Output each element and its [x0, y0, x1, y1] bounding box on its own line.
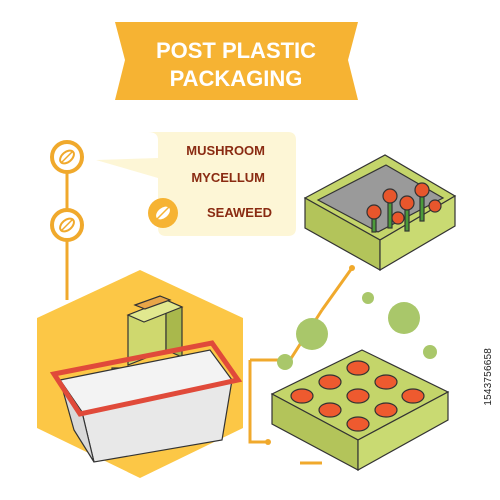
connector-dots [265, 265, 355, 445]
mushroom-tray-illustration [303, 154, 457, 272]
mushroom-cluster [366, 182, 442, 233]
material-label-mushroom: MUSHROOM [186, 143, 265, 158]
egg-mold-illustration [270, 349, 450, 472]
basket-illustration [49, 295, 243, 463]
material-icon-1 [50, 140, 84, 174]
material-label-seaweed: SEAWEED [207, 205, 272, 220]
banner-title-line1: POST PLASTIC [156, 38, 316, 63]
leaf-icon [59, 217, 75, 233]
leaf-icon [59, 149, 75, 165]
title-banner: POST PLASTIC PACKAGING [115, 22, 358, 100]
material-label-mycellum: MYCELLUM [191, 170, 265, 185]
seaweed-icon [156, 206, 170, 220]
stock-id-label: 1543756658 [483, 348, 494, 406]
bubble-decorations [277, 292, 437, 370]
material-icon-2 [50, 208, 84, 242]
mold-holes [290, 360, 425, 432]
banner-title-line2: PACKAGING [170, 66, 303, 91]
material-icon-3 [148, 198, 178, 228]
material-callout [96, 132, 296, 236]
